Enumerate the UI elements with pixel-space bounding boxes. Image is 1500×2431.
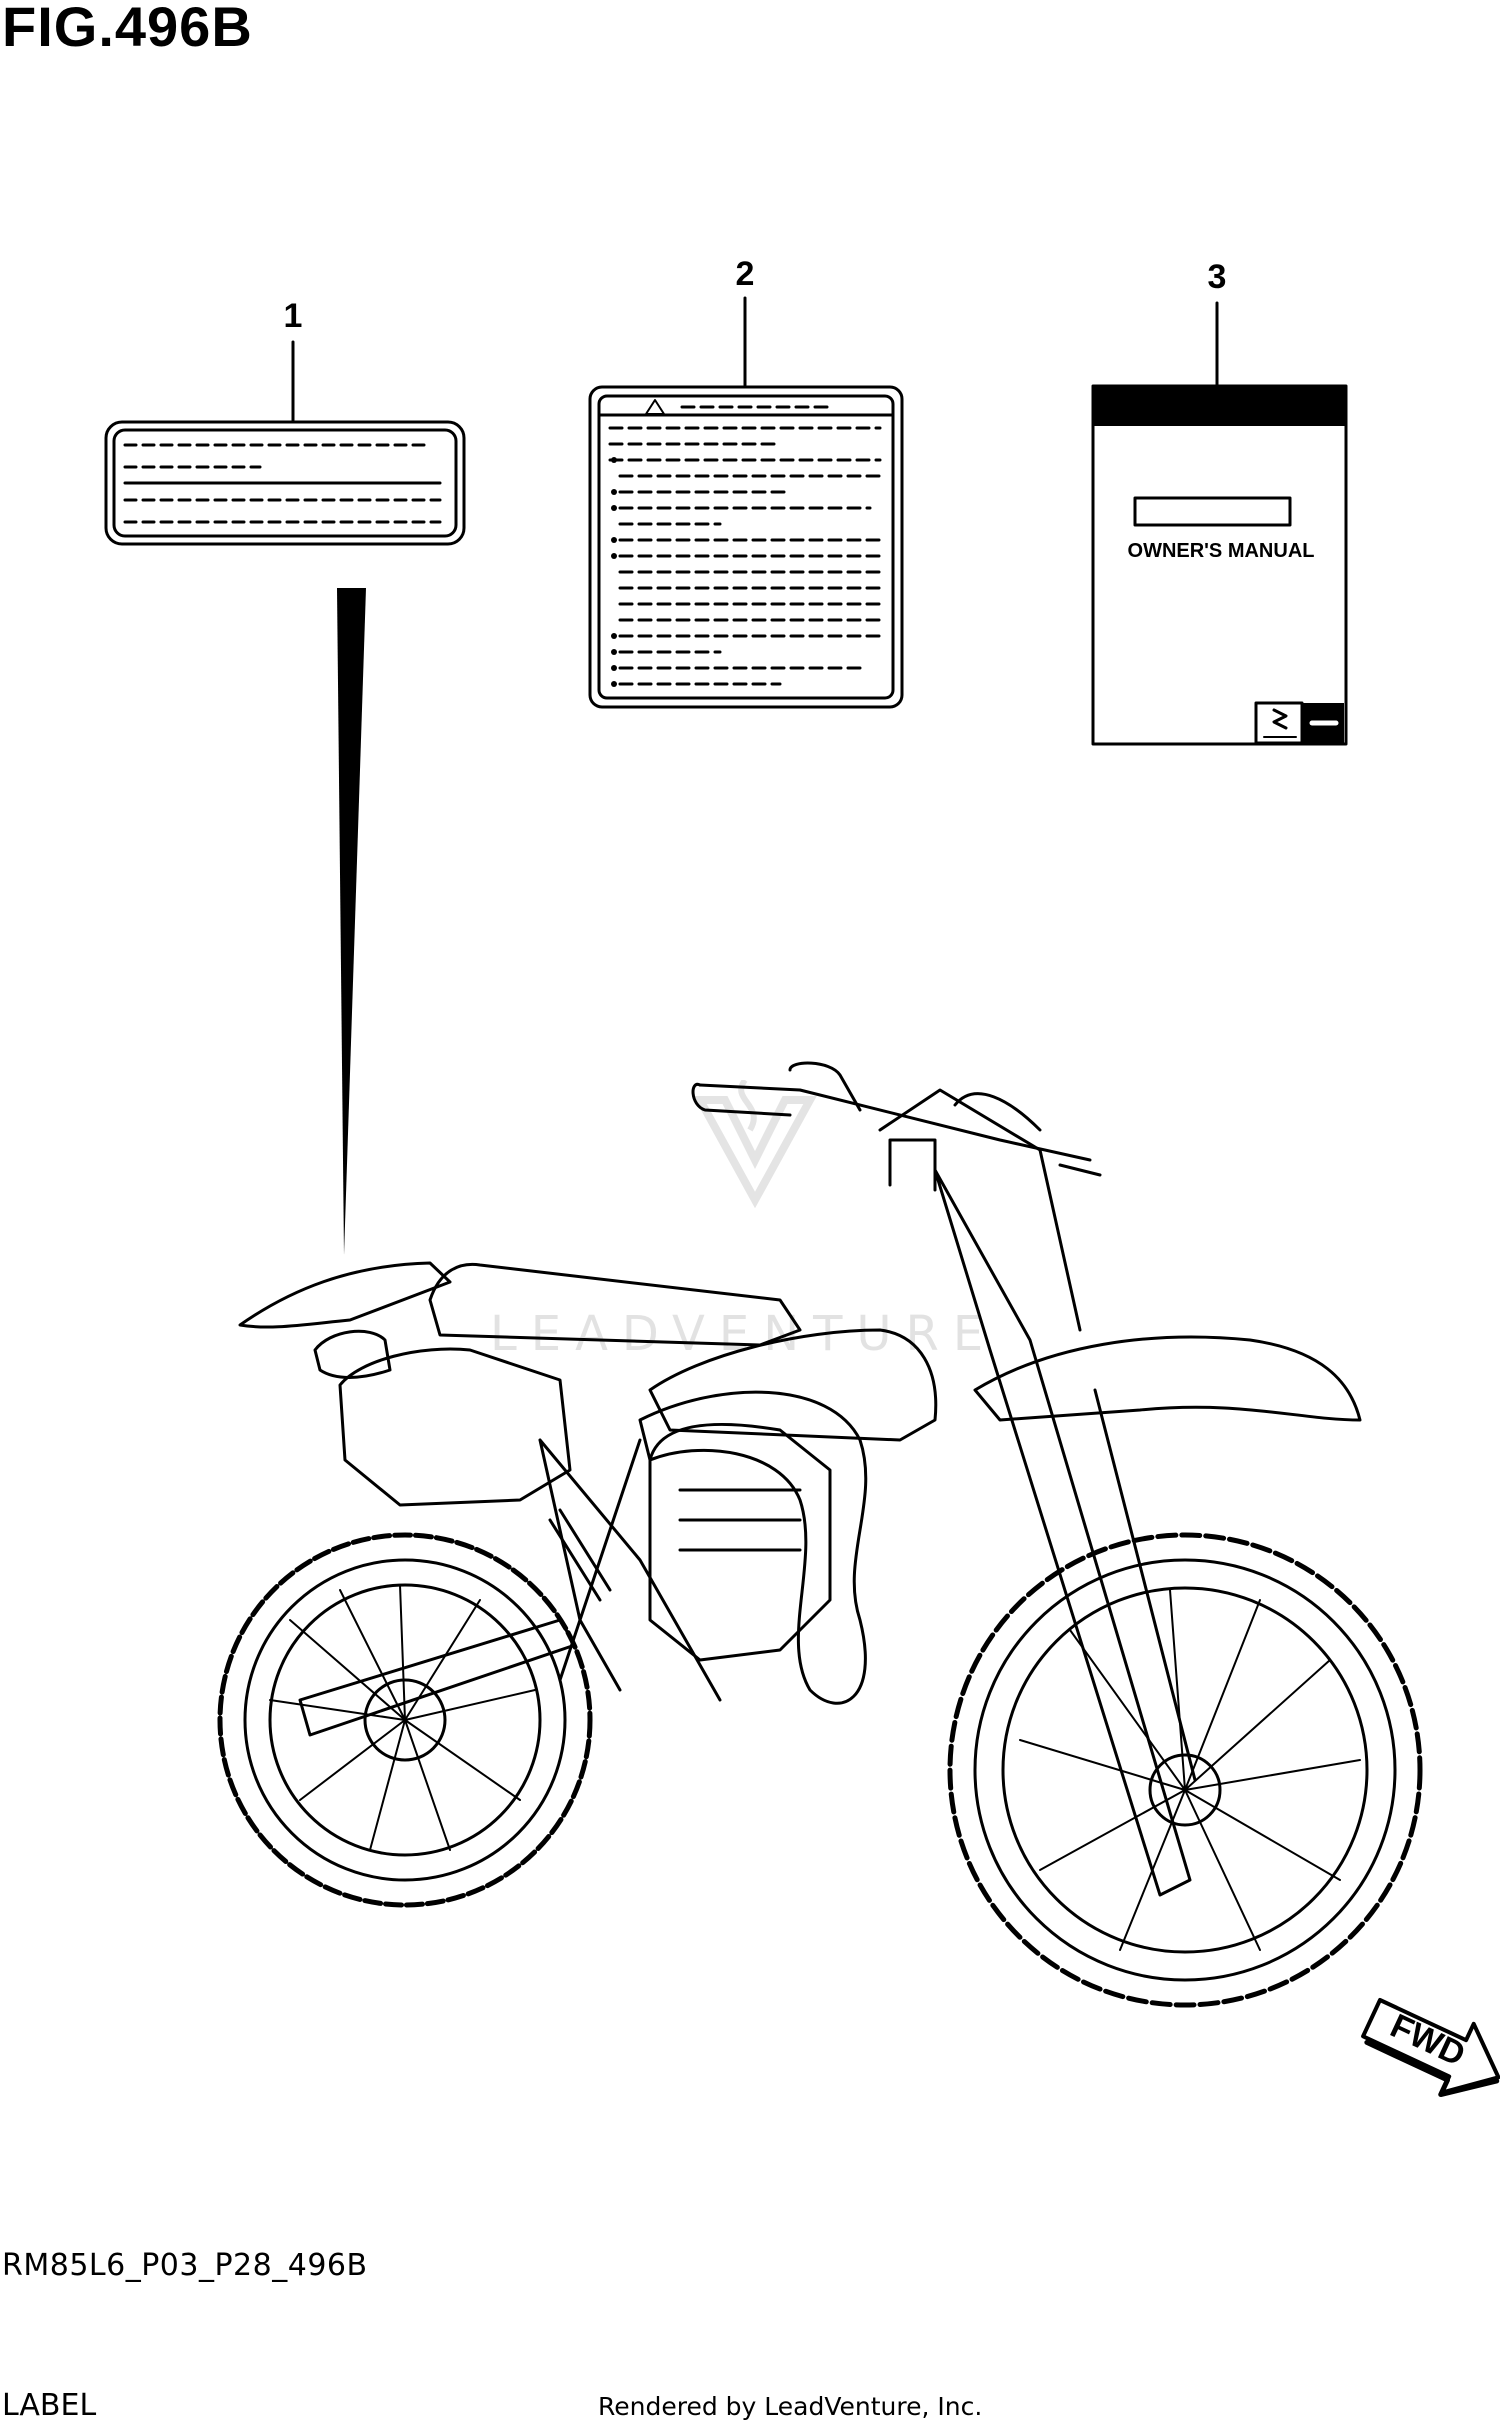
owners-manual-part-3[interactable] [1091, 301, 1348, 746]
rendered-by-credit: Rendered by LeadVenture, Inc. [598, 2392, 983, 2421]
figure-code: RM85L6_P03_P28_496B [2, 2248, 368, 2283]
motorcycle-illustration [217, 1061, 1423, 2008]
callout-part-1[interactable]: 1 [283, 297, 303, 335]
leadventure-logo-watermark [693, 1080, 817, 1209]
fwd-arrow-icon [1361, 1998, 1500, 2098]
figure-title: FIG.496B [2, 0, 253, 58]
callout-part-3[interactable]: 3 [1207, 258, 1227, 296]
label-part-1[interactable] [104, 340, 466, 546]
figure-label: LABEL [2, 2388, 97, 2423]
leader-wedge-part-1 [337, 588, 366, 1255]
label-part-2[interactable] [588, 296, 904, 709]
callout-part-2[interactable]: 2 [735, 255, 755, 293]
owners-manual-title: OWNER'S MANUAL [1128, 540, 1315, 562]
fwd-label: FWD [1385, 2007, 1471, 2074]
